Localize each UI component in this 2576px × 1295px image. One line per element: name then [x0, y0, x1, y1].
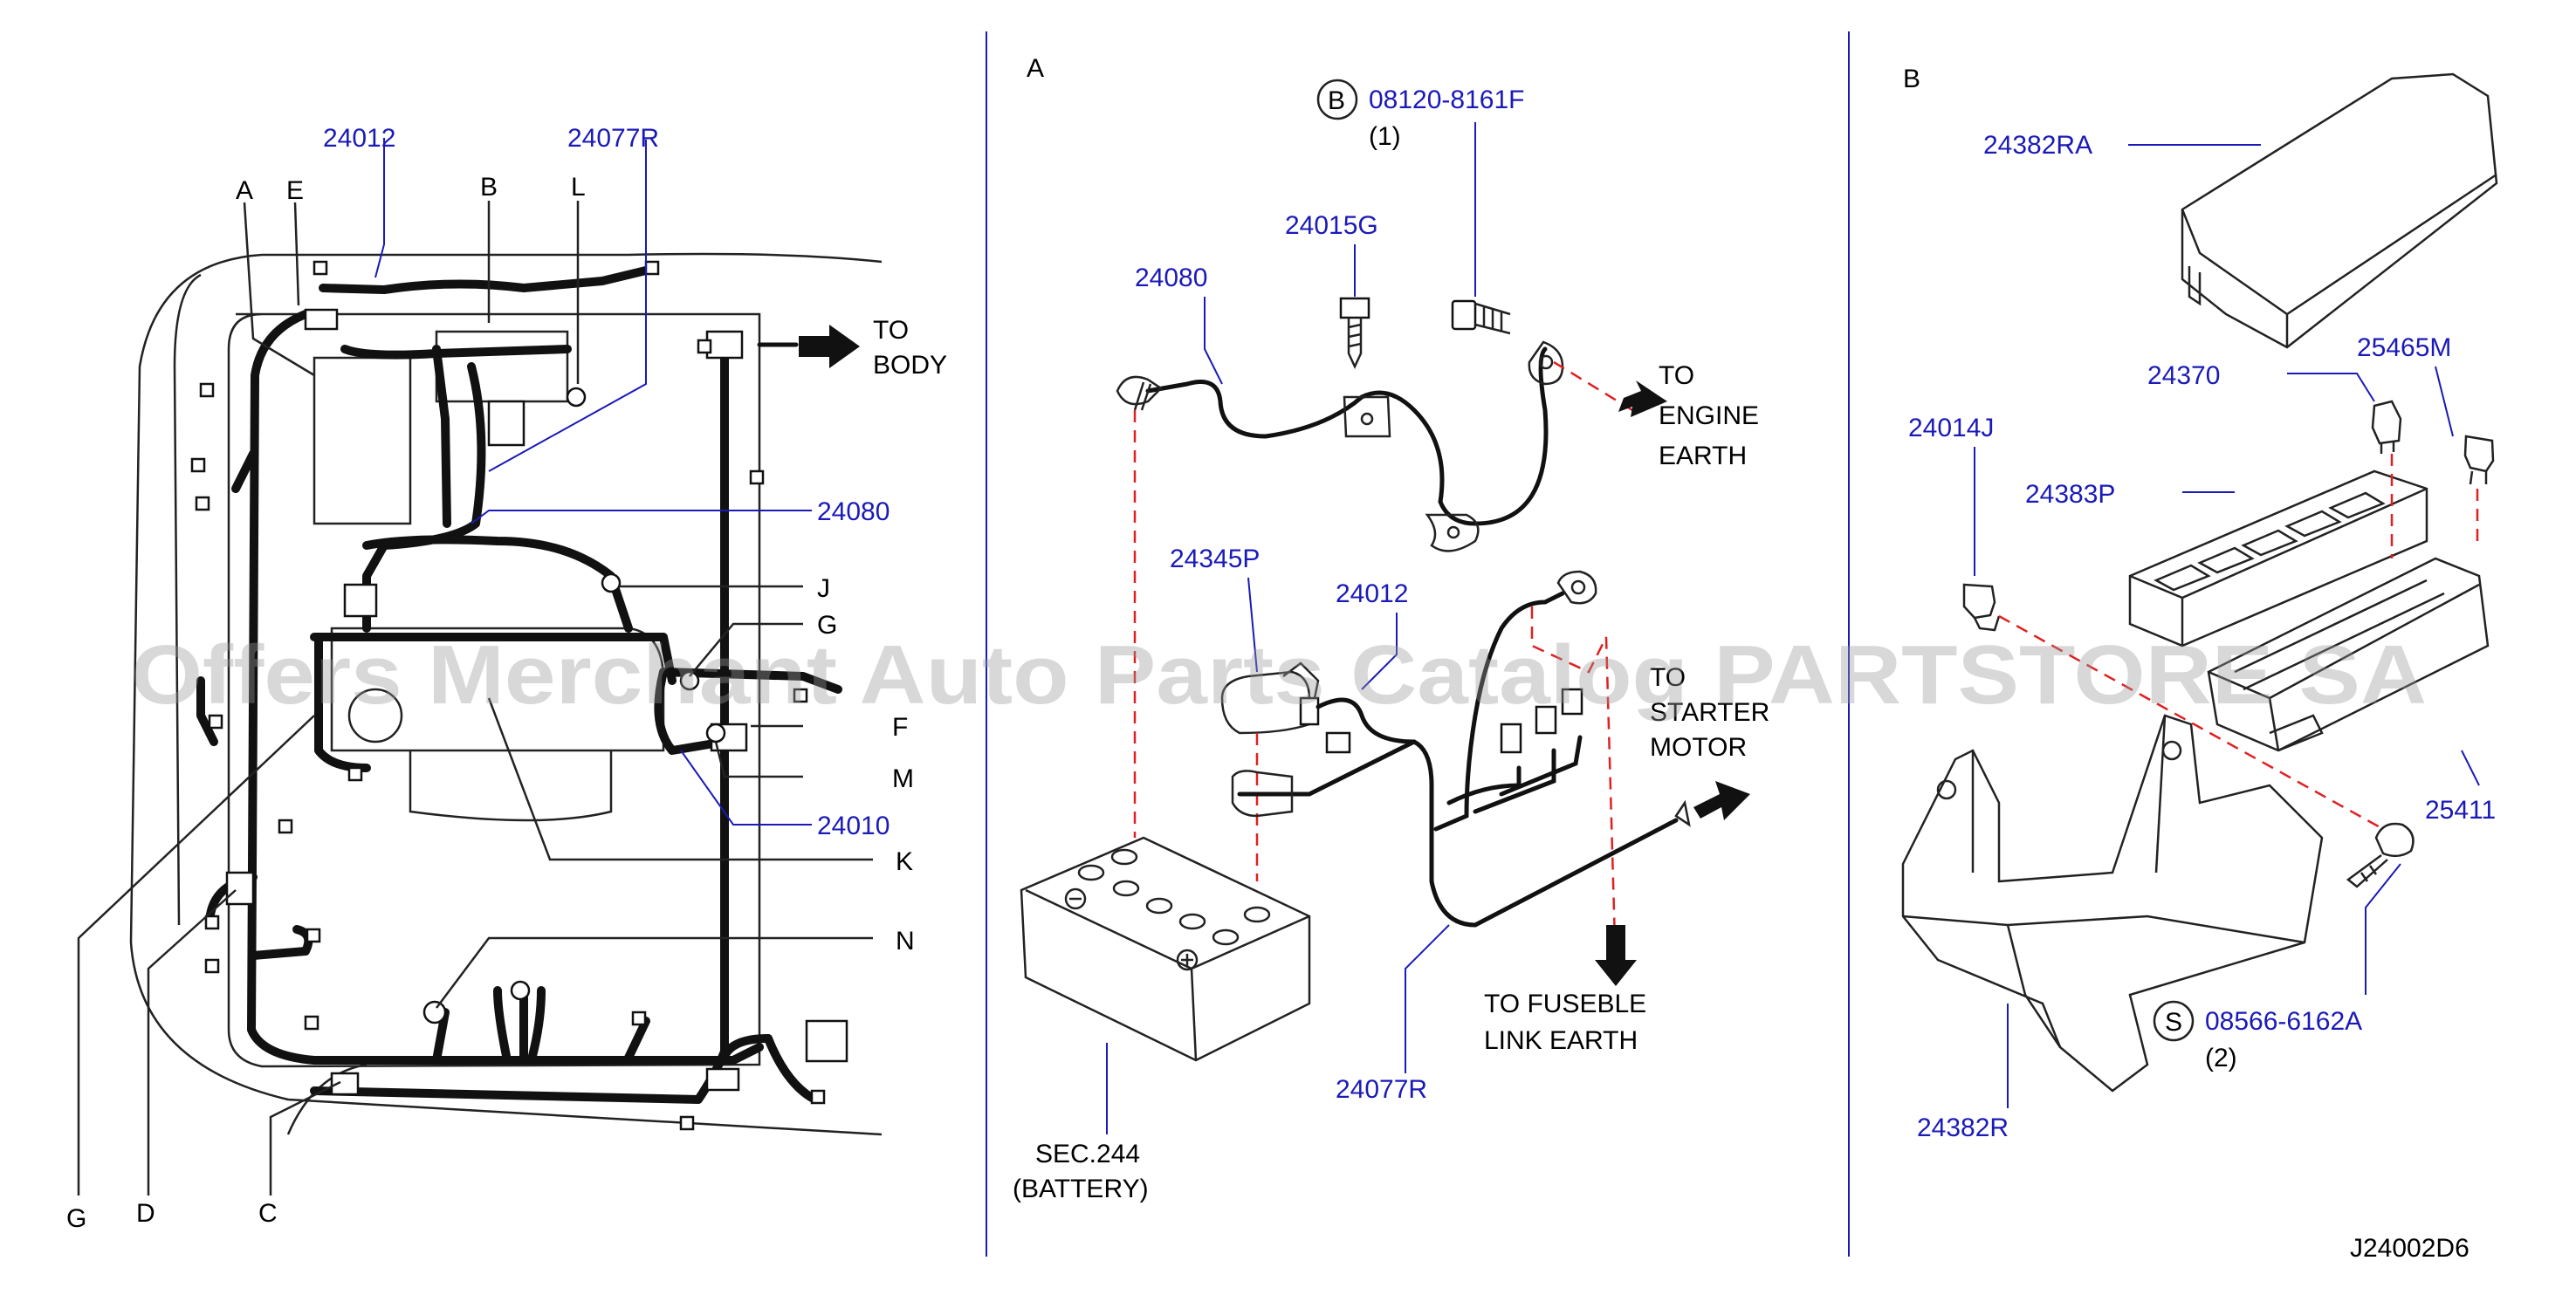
main-harness — [196, 266, 842, 1104]
dashed-guide — [1553, 360, 1633, 412]
circle-s-symbol — [2153, 1000, 2195, 1042]
quantity-2: (2) — [2205, 1044, 2237, 1072]
arrow-to-starter-icon — [1693, 781, 1750, 820]
circle-b-symbol — [1316, 79, 1358, 120]
note-to-body-line2: BODY — [873, 351, 947, 380]
section-a-label: A — [1027, 54, 1044, 83]
clip-24014J-icon — [1962, 583, 2001, 632]
fuse-25465M-icon — [2463, 435, 2495, 485]
part-number-24080-left[interactable]: 24080 — [817, 497, 890, 526]
bolt-08120-icon — [1451, 122, 1511, 335]
callout-k: K — [896, 847, 913, 876]
part-number-24382RA[interactable]: 24382RA — [1983, 131, 2092, 160]
dashed-guide — [1998, 614, 2384, 831]
leader-24077R-a — [1405, 924, 1450, 1073]
callout-g: G — [817, 611, 837, 640]
note-to-engine-line1: TO — [1659, 361, 1694, 390]
arrow-to-engine-earth-icon — [1618, 380, 1667, 417]
battery — [1020, 836, 1311, 1062]
part-number-24370[interactable]: 24370 — [2147, 361, 2220, 390]
circle-b-letter: B — [1328, 86, 1345, 115]
connectors — [190, 260, 848, 1131]
leader-25411 — [2461, 750, 2480, 786]
note-to-starter-line3: MOTOR — [1650, 733, 1747, 762]
leader-24370 — [2287, 373, 2375, 402]
part-number-08120-8161F[interactable]: 08120-8161F — [1369, 86, 1524, 114]
note-to-starter-line1: TO — [1650, 663, 1686, 692]
part-number-24015G[interactable]: 24015G — [1285, 211, 1378, 240]
part-number-24012-a[interactable]: 24012 — [1336, 579, 1408, 608]
leader-24080 — [1204, 297, 1223, 385]
note-sec244-line2: (BATTERY) — [1013, 1175, 1149, 1203]
leader-08566 — [2365, 863, 2401, 995]
engine-room-outline — [129, 252, 883, 1136]
part-number-24014J[interactable]: 24014J — [1908, 414, 1994, 442]
part-number-24010[interactable]: 24010 — [817, 812, 890, 840]
section-b-label: B — [1903, 65, 1920, 93]
relay-box-25411 — [2207, 557, 2490, 752]
note-to-starter-line2: STARTER — [1650, 698, 1769, 727]
diagram-code: J24002D6 — [2350, 1234, 2470, 1263]
fuse-box-cover-24382RA — [2181, 72, 2498, 349]
callout-g-bottom: G — [66, 1204, 86, 1233]
note-to-engine-line3: EARTH — [1659, 442, 1747, 470]
dashed-guide — [1530, 606, 1617, 943]
arrow-to-fuseble-icon — [1595, 925, 1637, 986]
part-number-25411[interactable]: 25411 — [2425, 796, 2496, 825]
callout-j: J — [817, 574, 830, 603]
note-to-fuseble-line1: TO FUSEBLE — [1484, 990, 1646, 1018]
note-sec244-line1: SEC.244 — [1035, 1140, 1140, 1168]
watermark-text: Offers Merchant Auto Parts Catalog PARTS… — [131, 628, 2427, 722]
cable-24080 — [1116, 340, 1564, 552]
note-to-engine-line2: ENGINE — [1659, 401, 1759, 430]
part-number-08566-6162A[interactable]: 08566-6162A — [2205, 1007, 2362, 1036]
callout-e: E — [286, 176, 304, 205]
part-number-24077R-a[interactable]: 24077R — [1336, 1075, 1427, 1104]
screw-24015G-icon — [1339, 244, 1370, 369]
callout-c: C — [258, 1199, 278, 1228]
part-number-24077R-left[interactable]: 24077R — [567, 124, 659, 153]
fuse-holder-24383P — [2128, 469, 2428, 648]
part-number-24012-left[interactable]: 24012 — [323, 124, 395, 153]
arrow-to-body-icon — [799, 325, 860, 368]
callout-a: A — [236, 176, 253, 205]
bracket-24382R — [1901, 714, 2324, 1093]
callout-n: N — [896, 927, 915, 956]
part-number-24383P[interactable]: 24383P — [2025, 480, 2115, 509]
part-number-25465M[interactable]: 25465M — [2357, 333, 2451, 362]
screw-08566-icon — [2346, 822, 2415, 888]
part-number-24345P[interactable]: 24345P — [1170, 545, 1260, 573]
part-number-24080-a[interactable]: 24080 — [1135, 264, 1207, 292]
relay-24370-icon — [2371, 400, 2402, 454]
note-to-fuseble-line2: LINK EARTH — [1484, 1026, 1638, 1055]
leader-24012-a — [1361, 613, 1398, 690]
battery-harness-24012 — [1231, 570, 1691, 928]
left-leaders — [77, 138, 873, 1196]
callout-f: F — [892, 713, 908, 742]
callout-m: M — [892, 764, 914, 793]
terminal-cover-24345P — [1220, 661, 1320, 735]
leader-25465M — [2435, 366, 2454, 437]
leader-24345P — [1247, 577, 1258, 673]
note-to-body-line1: TO — [873, 316, 909, 345]
part-number-24382R[interactable]: 24382R — [1917, 1113, 2009, 1142]
callout-l: L — [571, 173, 586, 202]
callout-d: D — [136, 1199, 155, 1228]
circle-s-letter: S — [2165, 1008, 2182, 1037]
callout-b: B — [480, 173, 498, 202]
quantity-1: (1) — [1369, 122, 1401, 151]
